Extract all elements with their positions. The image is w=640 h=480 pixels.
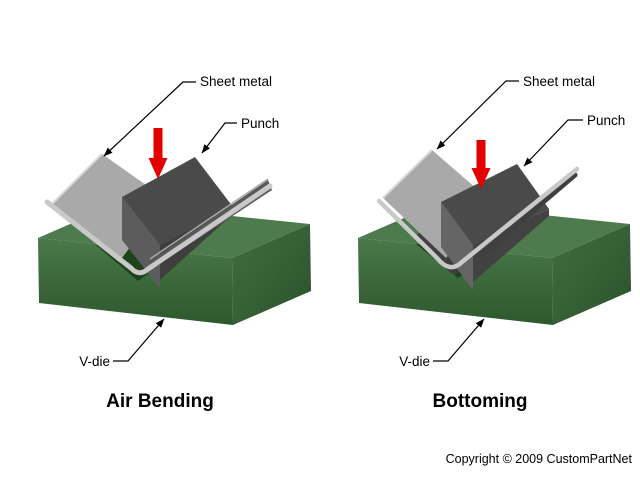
sheet-edge-highlight <box>49 153 103 207</box>
punch-top-face <box>441 164 549 245</box>
sheet-metal-label: Sheet metal <box>523 74 596 89</box>
sheet-thickness-rim <box>44 183 273 276</box>
sheet-metal-leader-line <box>103 81 196 157</box>
sheet-right-flange <box>477 172 578 259</box>
v-die-leader-line <box>113 318 165 362</box>
sheet-edge-highlight <box>382 149 433 199</box>
panel-air-bending <box>38 81 311 362</box>
punch-right-face <box>473 209 549 282</box>
die-front-face <box>38 238 233 325</box>
v-die-label: V-die <box>79 354 110 369</box>
force-arrow <box>471 140 491 189</box>
die-front-face <box>358 238 553 325</box>
punch-top-face <box>122 157 233 245</box>
copyright-notice: Copyright © 2009 CustomPartNet <box>445 452 632 466</box>
sheet-metal-leader-line <box>436 80 519 150</box>
panel-bottoming <box>358 80 631 362</box>
sheet-thickness-rim <box>376 166 580 270</box>
punch-left-face <box>441 202 473 290</box>
punch-label: Punch <box>587 113 626 128</box>
punch-leader-line <box>201 122 237 154</box>
die-right-face <box>232 224 311 325</box>
v-die-label: V-die <box>399 354 430 369</box>
sheet-metal-label: Sheet metal <box>200 74 273 89</box>
sheet-edge-highlight <box>149 178 269 260</box>
punch-leader-line <box>523 119 583 167</box>
die-right-face <box>552 224 631 325</box>
air-bending-title: Air Bending <box>106 391 214 412</box>
v-die-leader-line <box>433 318 485 362</box>
bottoming-title: Bottoming <box>432 391 528 412</box>
punch-label: Punch <box>241 116 280 131</box>
force-arrow <box>148 128 168 179</box>
